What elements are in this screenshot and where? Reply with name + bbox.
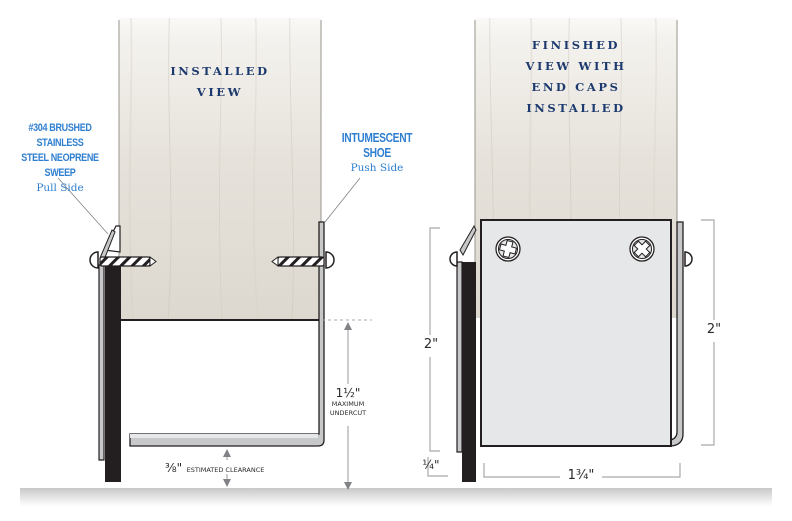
screw-right: [277, 256, 325, 267]
leader-line: [57, 177, 109, 235]
dim-left-bottom: ¼": [422, 458, 440, 472]
screw-head-icon: [684, 251, 693, 267]
screw-head-icon: [89, 251, 99, 269]
screw-left: [99, 256, 151, 267]
screw-head-icon: [325, 251, 335, 269]
screw-head-icon: [449, 251, 458, 267]
callout-title: #304 BRUSHED STAINLESS: [28, 122, 92, 149]
arrow-down-icon: [344, 482, 352, 490]
floor-shadow: [20, 488, 772, 506]
dim-right-height: 2": [706, 322, 722, 337]
clearance-label: ESTIMATED CLEARANCE: [186, 466, 265, 474]
dim-left-height: 2": [423, 337, 439, 352]
phillips-screw-icon: [629, 236, 655, 262]
phillips-screw-icon: [495, 236, 521, 262]
finished-view-title: FINISHED VIEW WITH END CAPS INSTALLED: [476, 35, 676, 119]
title-line: VIEW WITH: [525, 59, 627, 73]
callout-title: INTUMESCENT SHOE: [341, 131, 413, 160]
callout-intumescent-shoe: INTUMESCENT SHOE Push Side: [318, 131, 436, 175]
title-line: INSTALLED: [170, 64, 270, 78]
callout-neoprene-sweep: #304 BRUSHED STAINLESS STEEL NEOPRENE SW…: [0, 121, 120, 195]
arrow-up-icon: [223, 449, 231, 457]
undercut-dimension: 1½" MAXIMUM UNDERCUT: [322, 386, 374, 418]
dim-width: 1¾": [567, 468, 595, 483]
callout-title: STEEL NEOPRENE SWEEP: [21, 152, 99, 179]
neoprene-sweep: [105, 262, 121, 482]
undercut-label: MAXIMUM: [331, 400, 365, 408]
undercut-value: 1½": [335, 386, 361, 400]
neoprene-sweep: [462, 262, 476, 482]
title-line: VIEW: [196, 85, 244, 99]
clearance-dimension: ⅜" ESTIMATED CLEARANCE: [165, 459, 285, 477]
callout-side: Push Side: [350, 162, 404, 174]
leader-line: [324, 177, 361, 223]
installed-view-title: INSTALLED VIEW: [120, 61, 320, 103]
arrow-down-icon: [223, 479, 231, 487]
arrow-up-icon: [344, 322, 352, 330]
installed-view-drawing: [57, 18, 372, 490]
door-panel-left: [119, 18, 321, 320]
undercut-label: UNDERCUT: [329, 409, 367, 417]
callout-side: Pull Side: [36, 182, 84, 194]
clearance-value: ⅜": [165, 461, 183, 475]
title-line: END CAPS: [531, 80, 621, 94]
title-line: INSTALLED: [526, 101, 626, 115]
finished-view-drawing: [424, 18, 722, 484]
title-line: FINISHED: [531, 38, 621, 52]
